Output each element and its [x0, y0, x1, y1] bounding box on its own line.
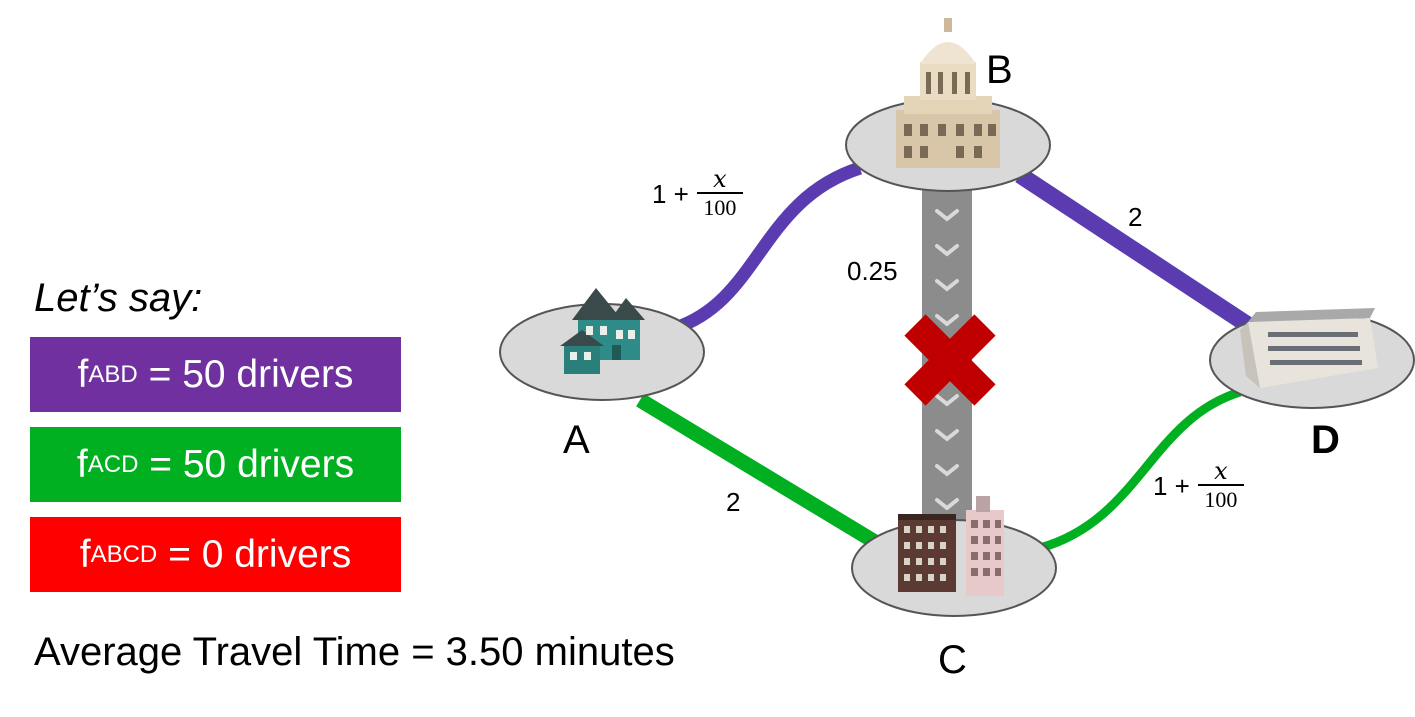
node-b [845, 18, 1051, 192]
flow-abd-value: = 50 drivers [137, 352, 354, 396]
flow-abd-subscript: ABD [88, 360, 138, 388]
apartment-buildings-icon [898, 496, 1004, 596]
edge-a-b-cost-numerator: x [713, 165, 727, 193]
edge-a-c [636, 393, 889, 555]
edge-b-d-cost: 2 [1128, 202, 1143, 232]
node-c [851, 496, 1057, 617]
node-a-label: A [563, 418, 590, 462]
node-d [1209, 308, 1415, 409]
node-a [499, 288, 705, 401]
flow-abcd-subscript: ABCD [90, 540, 158, 568]
lets-say-heading: Let’s say: [34, 276, 203, 320]
capitol-building-icon [896, 18, 1000, 168]
edge-c-d-cost-denominator: 100 [1204, 487, 1238, 512]
node-b-label: B [986, 48, 1013, 92]
edge-a-b-cost-denominator: 100 [703, 195, 737, 220]
average-travel-time: Average Travel Time = 3.50 minutes [34, 630, 675, 674]
edge-c-d [1038, 387, 1242, 553]
edge-a-b [672, 161, 862, 335]
house-icon [560, 288, 645, 374]
flow-abd-prefix: f [77, 352, 89, 396]
edge-c-d-cost-numerator: x [1214, 457, 1228, 485]
edge-b-d [1015, 167, 1265, 341]
flow-acd-value: = 50 drivers [138, 442, 355, 486]
node-d-label: D [1311, 418, 1340, 462]
fraction-bar [696, 192, 743, 194]
fraction-bar [1197, 484, 1244, 486]
flow-acd-prefix: f [76, 442, 88, 486]
flow-abcd-prefix: f [79, 532, 91, 576]
edge-b-c-cost: 0.25 [847, 256, 898, 286]
closed-road-x-icon [904, 314, 996, 406]
edge-a-b-cost: 1 + x 100 [652, 166, 743, 222]
edge-a-c-cost: 2 [726, 487, 741, 517]
node-c-label: C [938, 638, 967, 682]
flow-acd-subscript: ACD [87, 450, 139, 478]
edge-c-d-cost: 1 + x 100 [1153, 458, 1244, 514]
office-building-icon [1240, 308, 1378, 388]
flow-abcd-value: = 0 drivers [157, 532, 352, 576]
edge-a-b-cost-const: 1 + [652, 178, 689, 209]
edge-c-d-cost-const: 1 + [1153, 470, 1190, 501]
